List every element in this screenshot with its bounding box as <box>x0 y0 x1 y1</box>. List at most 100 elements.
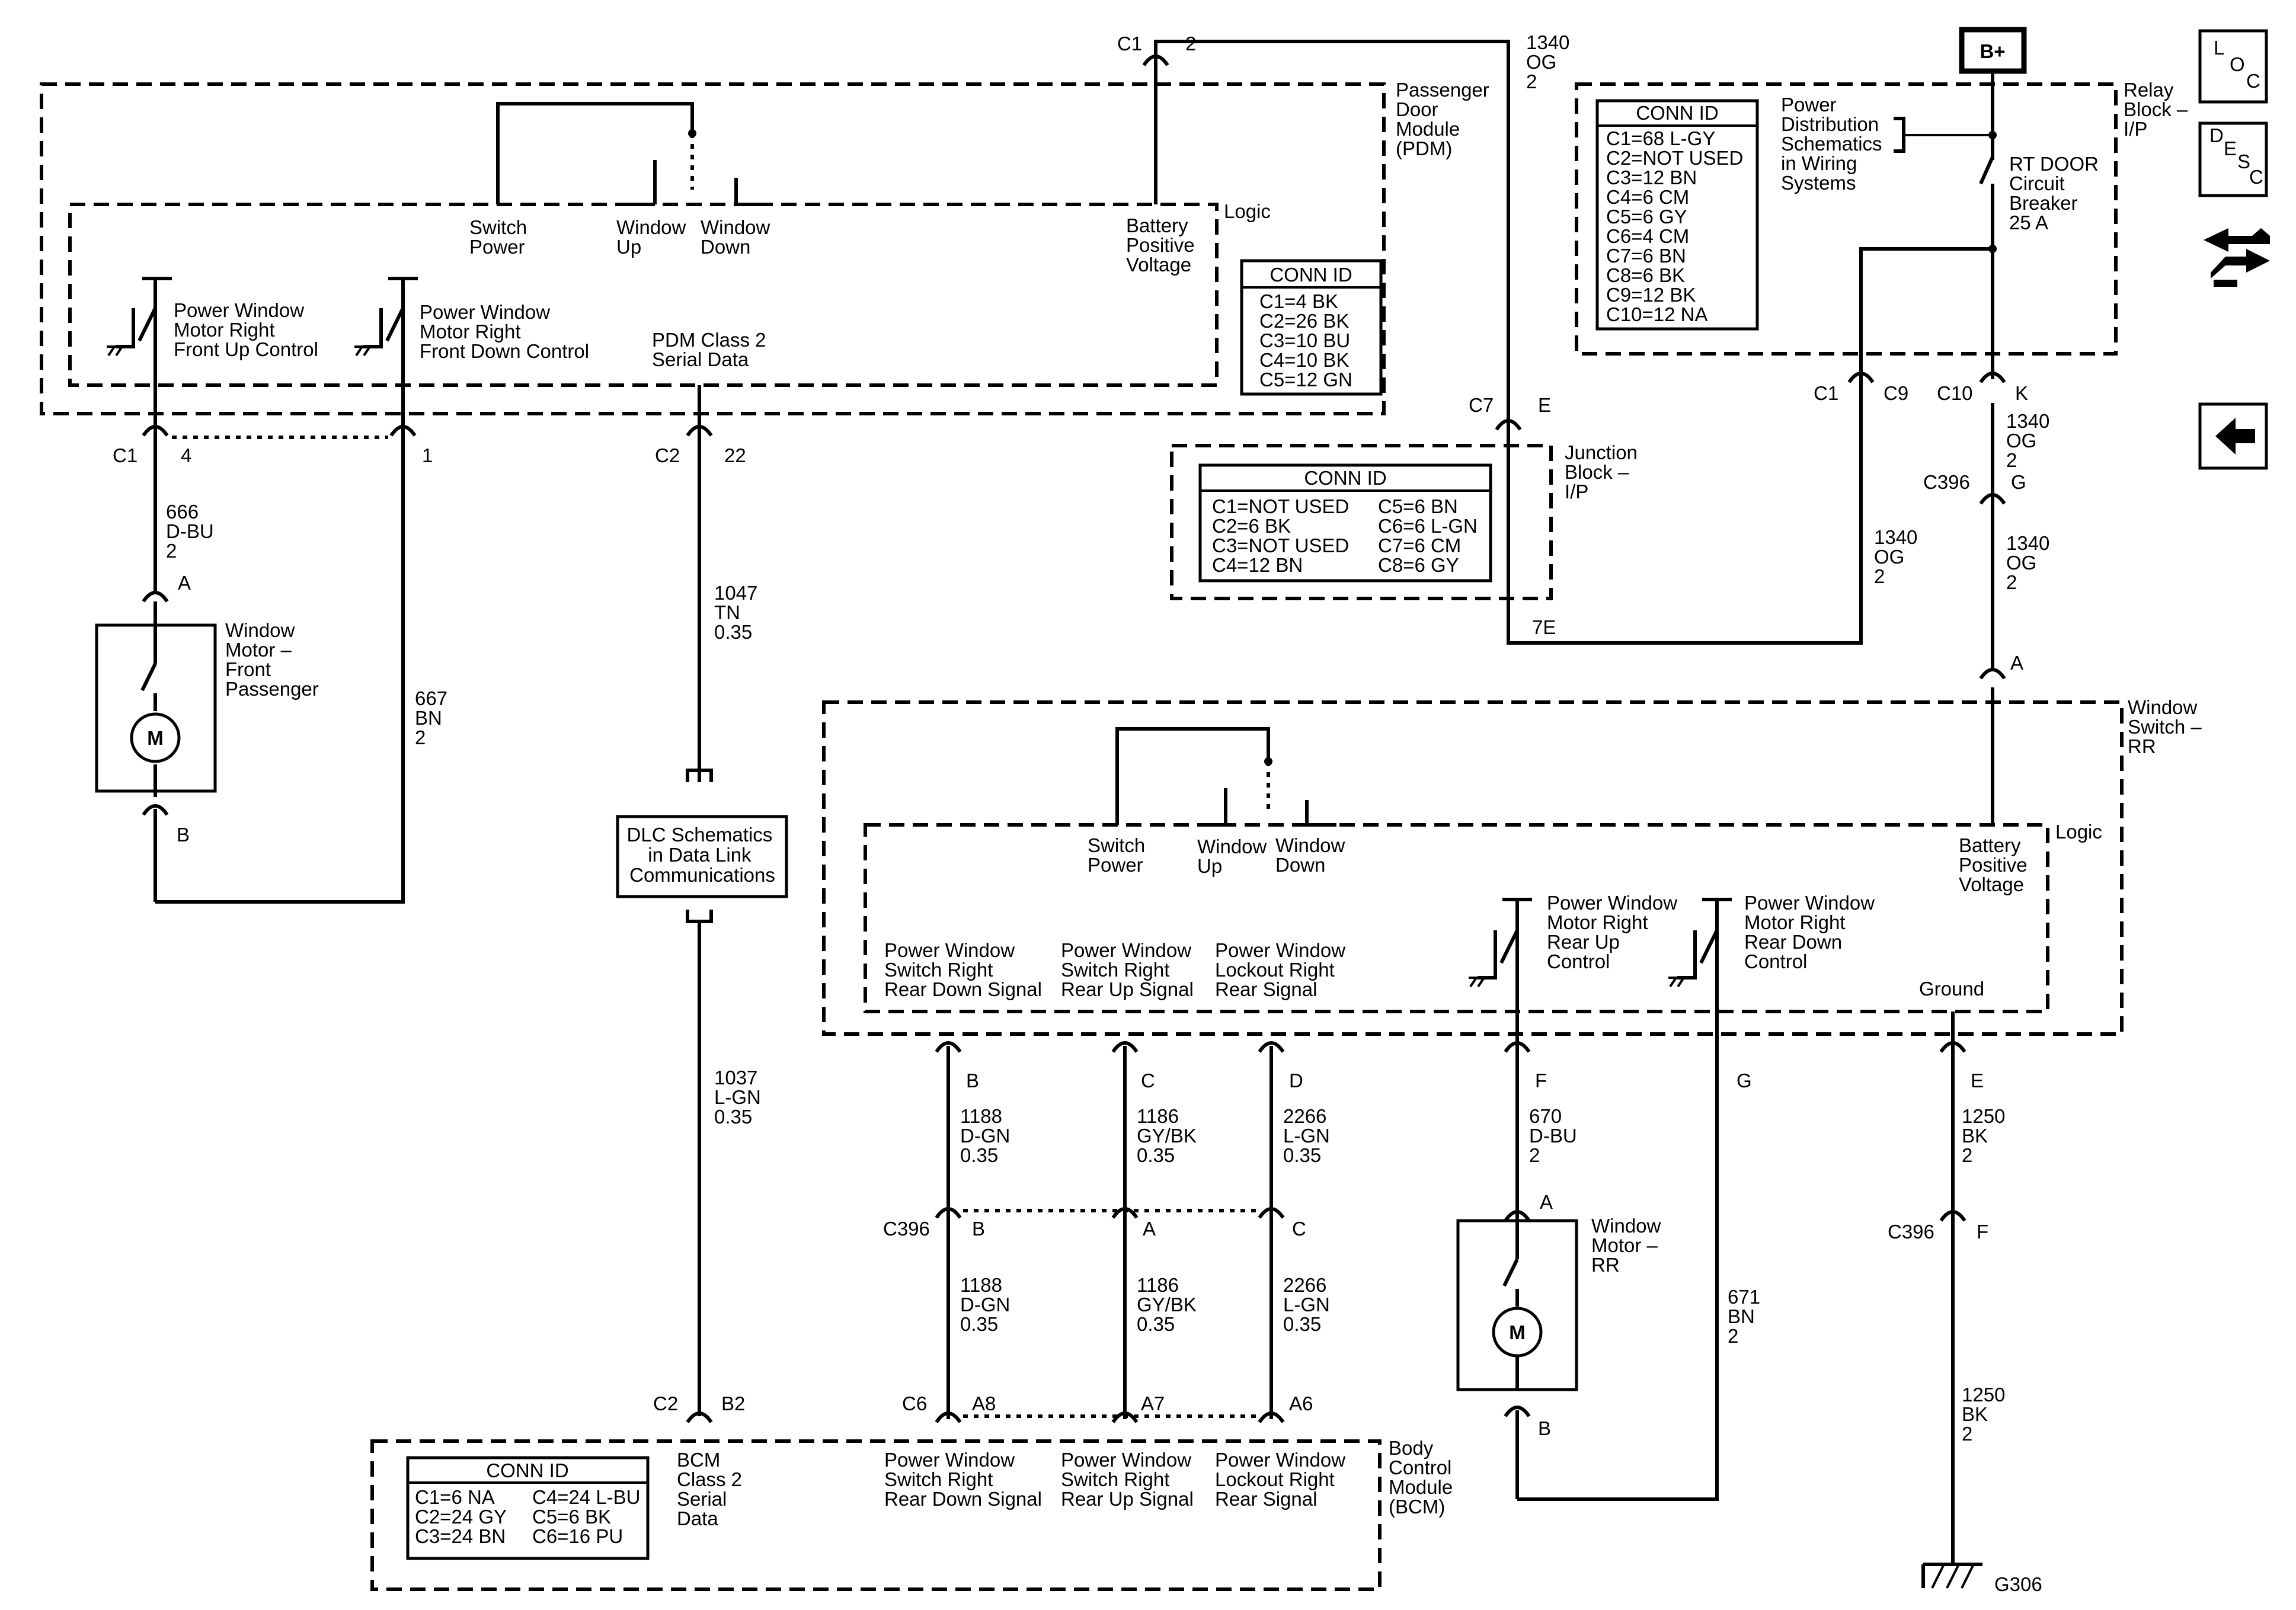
svg-text:A7: A7 <box>1141 1393 1165 1414</box>
connector-cups <box>142 55 2006 1423</box>
svg-text:C1=4 BK C2=26 BK C: C1=4 BK C2=26 BK C3=10 BU C4=10 BK C5=12… <box>1259 290 1355 391</box>
svg-text:B: B <box>972 1218 985 1240</box>
window-motor-rr: M <box>1456 1219 1578 1391</box>
svg-text:A: A <box>178 572 191 594</box>
circuit-breaker-label: RT DOOR Circuit Breaker 25 A <box>2009 153 2104 233</box>
window-switch-rr-boundary <box>822 700 2124 1036</box>
svg-text:2: 2 <box>1185 33 1196 55</box>
rr-ground-label: Ground <box>1919 978 1984 1000</box>
svg-text:B: B <box>177 824 190 846</box>
motor-front-m-symbol: M <box>147 727 164 749</box>
desc-letter-c: C <box>2249 166 2263 188</box>
svg-text:CONN ID: CONN ID <box>1636 102 1718 124</box>
connector-labels: C1 2 C1 4 1 C2 22 A B C7 E 7E C1 C9 C10 … <box>113 33 2042 1595</box>
b-plus-box: B+ <box>1959 27 2027 74</box>
pdm-title: Passenger Door Module (PDM) <box>1396 79 1495 159</box>
loc-button[interactable]: L O C <box>2198 29 2268 104</box>
pdm-logic-label: Logic <box>1224 200 1271 222</box>
bcm-conn-id-table: CONN ID C1=6 NA C2=24 GY C3=24 BN C4=24 … <box>406 1456 650 1560</box>
pdm-up-control-relay <box>107 277 172 427</box>
svg-text:CONN ID: CONN ID <box>486 1459 568 1481</box>
svg-text:F: F <box>1977 1221 1988 1243</box>
relay-conn-id-table: CONN ID C1=68 L-GY C2=NOT USED C3=12 BN … <box>1595 99 1759 331</box>
junction-block-boundary <box>1170 444 1553 600</box>
motor-rr-title: Window Motor – RR <box>1591 1215 1667 1276</box>
junction-block-title: Junction Block – I/P <box>1565 441 1643 502</box>
svg-text:F: F <box>1535 1070 1547 1092</box>
power-distribution-label[interactable]: Power Distribution Schematics in Wiring … <box>1781 94 1888 194</box>
svg-text:A6: A6 <box>1289 1393 1313 1414</box>
svg-text:C2: C2 <box>653 1393 678 1414</box>
svg-text:E: E <box>1538 394 1551 416</box>
svg-text:B: B <box>1538 1417 1551 1439</box>
svg-text:C9: C9 <box>1884 382 1908 404</box>
desc-button[interactable]: D E S C <box>2198 121 2268 197</box>
svg-text:E: E <box>1971 1070 1984 1092</box>
svg-text:C2: C2 <box>655 444 680 466</box>
rr-down-control-relay <box>1668 898 1732 1046</box>
relay-block-boundary <box>1575 82 2118 356</box>
svg-text:C396: C396 <box>1888 1221 1934 1243</box>
svg-text:C: C <box>1292 1218 1306 1240</box>
svg-text:C: C <box>1141 1070 1155 1092</box>
svg-text:7E: 7E <box>1532 616 1556 638</box>
dlc-schematics-box[interactable]: DLC Schematics in Data Link Communicatio… <box>616 815 788 898</box>
motor-rr-m-symbol: M <box>1509 1321 1526 1343</box>
svg-text:A: A <box>1540 1191 1553 1213</box>
loc-letter-o: O <box>2230 53 2245 75</box>
svg-text:C1=68 L-GY C2=NOT USED: C1=68 L-GY C2=NOT USED C3=12 BN C4=6 CM … <box>1606 127 1749 325</box>
window-motor-front-passenger: M <box>95 601 217 797</box>
rr-up-control-relay <box>1469 898 1532 1046</box>
svg-text:B: B <box>966 1070 979 1092</box>
connector-swap-icon[interactable] <box>2204 228 2270 287</box>
rr-logic-boundary <box>864 823 2049 1013</box>
svg-text:C1=6 NA C2=24 GY C: C1=6 NA C2=24 GY C3=24 BN <box>415 1486 512 1547</box>
relay-block-title: Relay Block – I/P <box>2124 79 2193 140</box>
dlc-label: DLC Schematics in Data Link Communicatio… <box>627 824 778 886</box>
ground-g306-symbol <box>1921 1563 1982 1589</box>
svg-text:CONN ID: CONN ID <box>1304 467 1386 489</box>
svg-text:G: G <box>1737 1070 1752 1092</box>
svg-text:A: A <box>1143 1218 1156 1240</box>
window-switch-rr-title: Window Switch – RR <box>2128 696 2207 757</box>
svg-text:C7: C7 <box>1469 394 1494 416</box>
svg-text:C1=NOT USED C2=6 BK: C1=NOT USED C2=6 BK C3=NOT USED C4=12 BN <box>1212 495 1355 576</box>
svg-text:C6: C6 <box>902 1393 927 1414</box>
svg-text:C396: C396 <box>1923 471 1970 493</box>
rr-logic-label: Logic <box>2055 821 2102 843</box>
loc-letter-l: L <box>2214 37 2224 59</box>
junction-conn-id-table: CONN ID C1=NOT USED C2=6 BK C3=NOT USED … <box>1198 463 1492 582</box>
svg-text:C10: C10 <box>1937 382 1973 404</box>
bcm-title: Body Control Module (BCM) <box>1389 1437 1458 1518</box>
back-arrow-icon[interactable] <box>2198 402 2268 470</box>
rr-window-switch <box>1115 727 1336 827</box>
